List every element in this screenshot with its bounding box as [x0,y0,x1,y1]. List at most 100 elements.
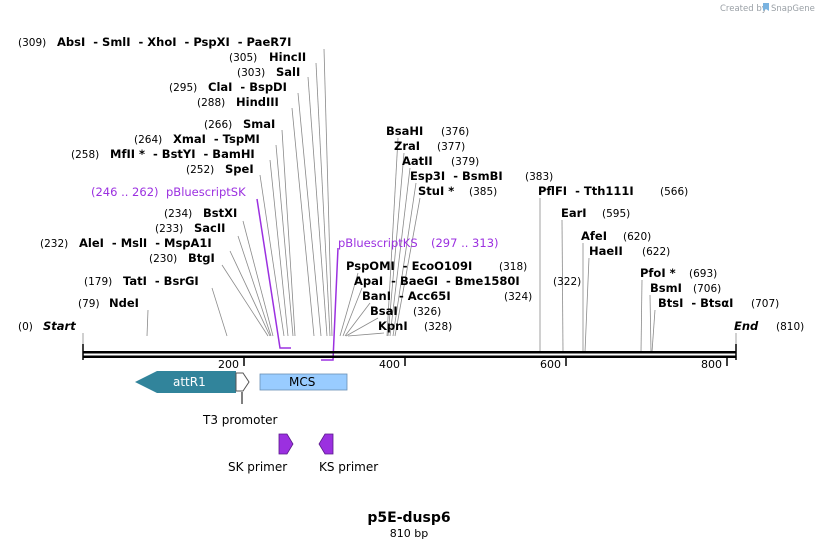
pbluescriptsk-bracket [256,198,291,349]
mcs-box[interactable] [259,373,348,391]
map-title: p5E-dusp6 810 bp [367,510,450,540]
attr1-arrow[interactable] [135,371,236,393]
enzyme-pos: (230) [149,253,177,265]
ruler-label: 800 [701,358,722,371]
plasmid-length: 810 bp [390,527,428,540]
enzyme-name[interactable]: AatII [402,154,433,168]
enzyme-name[interactable]: EarI [561,206,587,220]
enzyme-pos: (324) [504,291,532,303]
attr1-feature[interactable]: attR1 [135,371,236,393]
enzyme-name[interactable]: TatI - BsrGI [123,274,199,288]
leader-lines [82,48,737,353]
snapgene-logo-icon [763,3,769,11]
mcs-label: MCS [289,375,315,389]
enzyme-name[interactable]: BsmI [650,281,682,295]
enzyme-pos: (264) [134,134,162,146]
features: attR1 MCS T3 promoter SK primer KS prime… [135,371,378,474]
pbluescriptsk-label[interactable]: pBluescriptSK [166,185,246,199]
ks-primer[interactable]: KS primer [318,433,378,474]
enzyme-pos: (305) [229,52,257,64]
enzyme-name[interactable]: HaeII [589,244,623,258]
enzyme-name[interactable]: BanI - Acc65I [362,289,451,303]
enzyme-pos: (326) [413,306,441,318]
primer-site-markers [256,198,339,361]
enzyme-name[interactable]: NdeI [109,296,139,310]
enzyme-name[interactable]: KpnI [378,319,408,333]
enzyme-pos: (266) [204,119,232,131]
end-pos: (810) [776,321,804,333]
ks-primer-label: KS primer [319,460,378,474]
enzyme-pos: (328) [424,321,452,333]
enzyme-pos: (595) [602,208,630,220]
end-label: End [734,319,759,333]
enzyme-name[interactable]: AfeI [581,229,607,243]
enzyme-name[interactable]: AbsI - SmlI - XhoI - PspXI - PaeR7I [57,35,291,49]
backbone-strand-top [83,351,736,354]
start-pos: (0) [18,321,33,333]
snapgene-credit: Created by SnapGene [720,3,815,14]
sequence-ends: (0) Start End (810) [18,319,804,333]
enzyme-name[interactable]: BsaHI [386,124,423,138]
enzyme-name[interactable]: BtgI [188,251,215,265]
enzyme-pos: (234) [164,208,192,220]
credit-text: Created by [720,4,767,14]
enzyme-pos: (566) [660,186,688,198]
enzyme-pos: (179) [84,276,112,288]
enzyme-pos: (309) [18,37,46,49]
pbluescriptks-bracket [321,247,339,361]
enzyme-pos: (385) [469,186,497,198]
enzyme-name[interactable]: StuI * [418,184,454,198]
enzyme-pos: (622) [642,246,670,258]
ks-primer-arrow[interactable] [318,433,334,455]
enzyme-name[interactable]: SalI [276,65,300,79]
mcs-feature[interactable]: MCS [259,373,348,391]
enzyme-name[interactable]: HindIII [236,95,279,109]
credit-brand: SnapGene [771,4,815,14]
enzyme-pos: (383) [525,171,553,183]
pbluescriptsk-range: (246 .. 262) [91,185,159,199]
enzyme-name[interactable]: MfII * - BstYI - BamHI [110,147,255,161]
enzyme-name[interactable]: ZraI [394,139,420,153]
enzyme-name[interactable]: ApaI - BaeGI - Bme1580I [354,274,520,288]
plasmid-name: p5E-dusp6 [367,510,450,526]
enzyme-pos: (620) [623,231,651,243]
enzyme-name[interactable]: PflFI - Tth111I [538,184,634,198]
t3-promoter-arrow[interactable] [235,372,250,392]
enzyme-name[interactable]: XmaI - TspMI [173,132,260,146]
enzyme-pos: (232) [40,238,68,250]
enzyme-pos: (252) [186,164,214,176]
ruler-label: 400 [379,358,400,371]
ruler-label: 600 [540,358,561,371]
sk-primer-label: SK primer [228,460,287,474]
attr1-label: attR1 [173,375,206,389]
enzyme-name[interactable]: AleI - MslI - MspA1I [79,236,212,250]
sk-primer-arrow[interactable] [278,433,294,455]
enzyme-name[interactable]: SmaI [243,117,275,131]
enzyme-name[interactable]: Esp3I - BsmBI [410,169,503,183]
enzyme-name[interactable]: ClaI - BspDI [208,80,287,94]
enzyme-pos: (295) [169,82,197,94]
backbone-strand-bottom [83,355,736,358]
enzyme-name[interactable]: PspOMI - EcoO109I [346,259,472,273]
enzyme-pos: (379) [451,156,479,168]
enzyme-pos: (322) [553,276,581,288]
enzyme-pos: (706) [693,283,721,295]
ruler-label: 200 [218,358,239,371]
pbluescriptks-label[interactable]: pBluescriptKS [338,236,418,250]
enzyme-name[interactable]: BtsI - BtsαI [658,296,733,310]
enzyme-pos: (318) [499,261,527,273]
sk-primer[interactable]: SK primer [228,433,294,474]
enzyme-name[interactable]: HincII [269,50,306,64]
enzyme-name[interactable]: BstXI [203,206,237,220]
enzyme-labels: (309) AbsI - SmlI - XhoI - PspXI - PaeR7… [18,35,779,333]
t3-promoter-label: T3 promoter [202,413,278,427]
enzyme-name[interactable]: SacII [194,221,225,235]
primer-site-labels: (246 .. 262) pBluescriptSK pBluescriptKS… [91,185,499,250]
enzyme-pos: (707) [751,298,779,310]
enzyme-name[interactable]: BsaI [370,304,398,318]
enzyme-name[interactable]: PfoI * [640,266,676,280]
enzyme-pos: (376) [441,126,469,138]
ruler: 200 400 600 800 [218,358,728,371]
enzyme-name[interactable]: SpeI [225,162,254,176]
